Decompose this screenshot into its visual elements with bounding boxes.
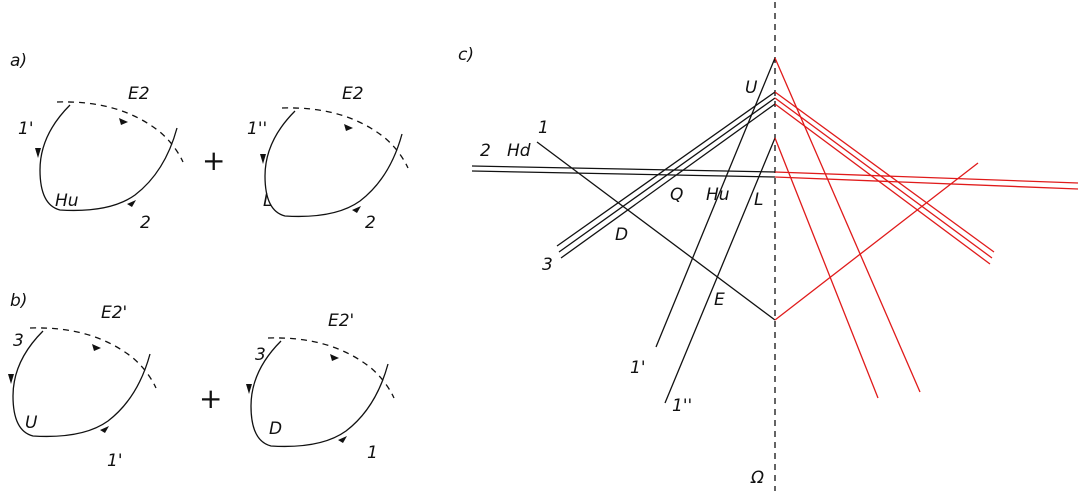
label-top: E2'	[101, 303, 127, 323]
panel-a: a) 1' E2 Hu 2 + 1'' E2 L 2	[10, 51, 409, 233]
line-1	[536, 141, 776, 321]
line-3-a	[556, 91, 776, 247]
line-2-lower	[471, 170, 776, 178]
label-hd: Hd	[507, 141, 531, 161]
label-line-3: 3	[542, 255, 553, 275]
panel-b-label: b)	[10, 291, 27, 311]
red-line-1	[774, 162, 979, 321]
label-center: Hu	[55, 191, 79, 211]
label-center: L	[263, 191, 272, 211]
panel-c-label: c)	[458, 45, 474, 65]
panel-a-left-loop: 1' E2 Hu 2	[18, 84, 184, 233]
label-line-1-prime: 1'	[630, 358, 646, 378]
red-line-1-dprime	[774, 137, 879, 399]
label-top: E2	[342, 84, 364, 104]
label-out: 2	[365, 213, 376, 233]
line-1-prime	[655, 57, 776, 348]
panel-c: c) Ω 1 2 Hd 3 1' 1'' U Q Hu L D E	[458, 2, 1079, 491]
label-top: E2	[128, 84, 150, 104]
panel-b-plus: +	[199, 382, 222, 415]
point-d: D	[615, 225, 628, 245]
red-line-3-b	[774, 97, 993, 259]
red-line-2-lower	[774, 176, 1079, 190]
omega-label: Ω	[750, 468, 764, 488]
red-line-3-a	[774, 91, 995, 253]
label-line-1-dprime: 1''	[672, 396, 692, 416]
loop-shape	[259, 107, 409, 218]
label-line-1: 1	[538, 118, 549, 138]
line-3-c	[560, 103, 776, 259]
panel-b-right-loop: 3 E2' D 1	[245, 311, 395, 463]
panel-b-left-loop: 3 E2' U 1'	[7, 303, 157, 471]
red-line-3-c	[774, 103, 991, 265]
label-line-2: 2	[480, 141, 491, 161]
point-hu: Hu	[706, 185, 730, 205]
label-out: 2	[140, 213, 151, 233]
red-line-2-upper	[774, 171, 1079, 184]
label-center: D	[269, 419, 282, 439]
line-2-upper	[471, 165, 776, 173]
label-in: 1''	[247, 119, 267, 139]
point-l: L	[754, 190, 763, 210]
red-line-1-prime	[774, 57, 921, 393]
line-1-dprime	[664, 137, 776, 404]
label-out: 1	[367, 443, 378, 463]
label-out: 1'	[107, 451, 123, 471]
point-u: U	[745, 78, 758, 98]
line-3-b	[558, 97, 776, 253]
panel-a-label: a)	[10, 51, 27, 71]
panel-b: b) 3 E2' U 1' + 3 E2' D 1	[7, 291, 395, 471]
panel-a-right-loop: 1'' E2 L 2	[247, 84, 409, 233]
label-top: E2'	[328, 311, 354, 331]
label-in: 3	[255, 345, 266, 365]
panel-a-plus: +	[202, 144, 225, 177]
label-in: 1'	[18, 119, 34, 139]
point-e: E	[714, 290, 725, 310]
label-center: U	[25, 413, 38, 433]
point-q: Q	[670, 185, 683, 205]
label-in: 3	[13, 331, 24, 351]
